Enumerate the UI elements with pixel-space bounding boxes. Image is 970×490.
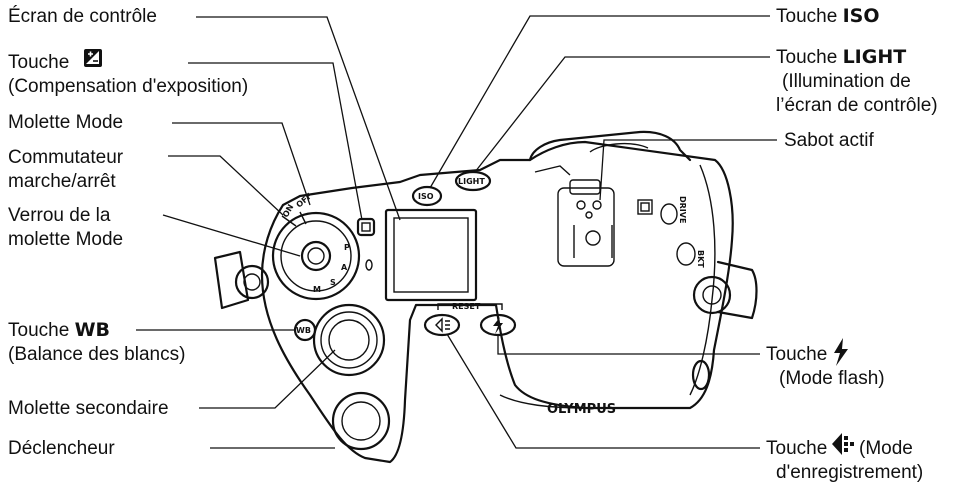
label-declencheur: Déclencheur — [8, 438, 115, 459]
wb-button-label: WB — [296, 326, 311, 335]
label-ecran-de-controle: Écran de contrôle — [8, 6, 157, 27]
label-flash-desc: (Mode flash) — [779, 368, 885, 389]
label-sabot-actif: Sabot actif — [784, 130, 874, 151]
label-flash-prefix: Touche — [766, 344, 828, 365]
label-iso: Touche ISO — [776, 5, 880, 27]
record-mode-icon — [832, 433, 854, 455]
leader-lines — [136, 15, 777, 449]
label-record-desc-line1: (Mode — [859, 438, 913, 459]
label-iso-key: ISO — [842, 5, 880, 27]
label-commutateur-line2: marche/arrêt — [8, 171, 116, 192]
label-wb-key: WB — [74, 319, 111, 341]
brand-logo-text: OLYMPUS — [547, 402, 616, 417]
label-molette-secondaire: Molette secondaire — [8, 398, 169, 419]
dial-letter-a: A — [341, 263, 348, 272]
dial-letter-m: M — [313, 285, 321, 294]
exposure-compensation-icon — [84, 49, 102, 67]
label-verrou-line1: Verrou de la — [8, 205, 111, 226]
dial-letter-s: S — [330, 278, 336, 287]
label-molette-mode: Molette Mode — [8, 112, 124, 133]
label-light-desc-line2: l’écran de contrôle) — [776, 95, 938, 116]
label-light-key: LIGHT — [842, 46, 907, 68]
dial-letter-p: P — [344, 243, 350, 252]
exposure-compensation-button-icon — [361, 222, 371, 232]
label-record-desc-line2: d'enregistrement) — [776, 462, 924, 483]
light-button-label: LIGHT — [458, 177, 485, 186]
label-record-prefix: Touche — [766, 438, 828, 459]
label-wb: Touche WB — [8, 319, 111, 341]
label-light-desc-line1: (Illumination de — [782, 71, 911, 92]
label-commutateur-line1: Commutateur — [8, 147, 124, 168]
label-verrou-line2: molette Mode — [8, 229, 124, 250]
iso-button-label: ISO — [418, 192, 434, 201]
label-exposure-compensation-prefix: Touche — [8, 52, 70, 73]
reset-label: RESET — [452, 302, 481, 311]
camera-body: DRIVE BKT P A S M ON OFF ISO — [213, 130, 758, 464]
bkt-button-label: BKT — [696, 250, 705, 268]
drive-button-label: DRIVE — [678, 196, 687, 223]
flash-icon — [834, 338, 848, 366]
label-exposure-compensation-desc: (Compensation d'exposition) — [8, 76, 249, 97]
label-wb-desc: (Balance des blancs) — [8, 344, 186, 365]
label-light: Touche LIGHT — [776, 46, 907, 68]
